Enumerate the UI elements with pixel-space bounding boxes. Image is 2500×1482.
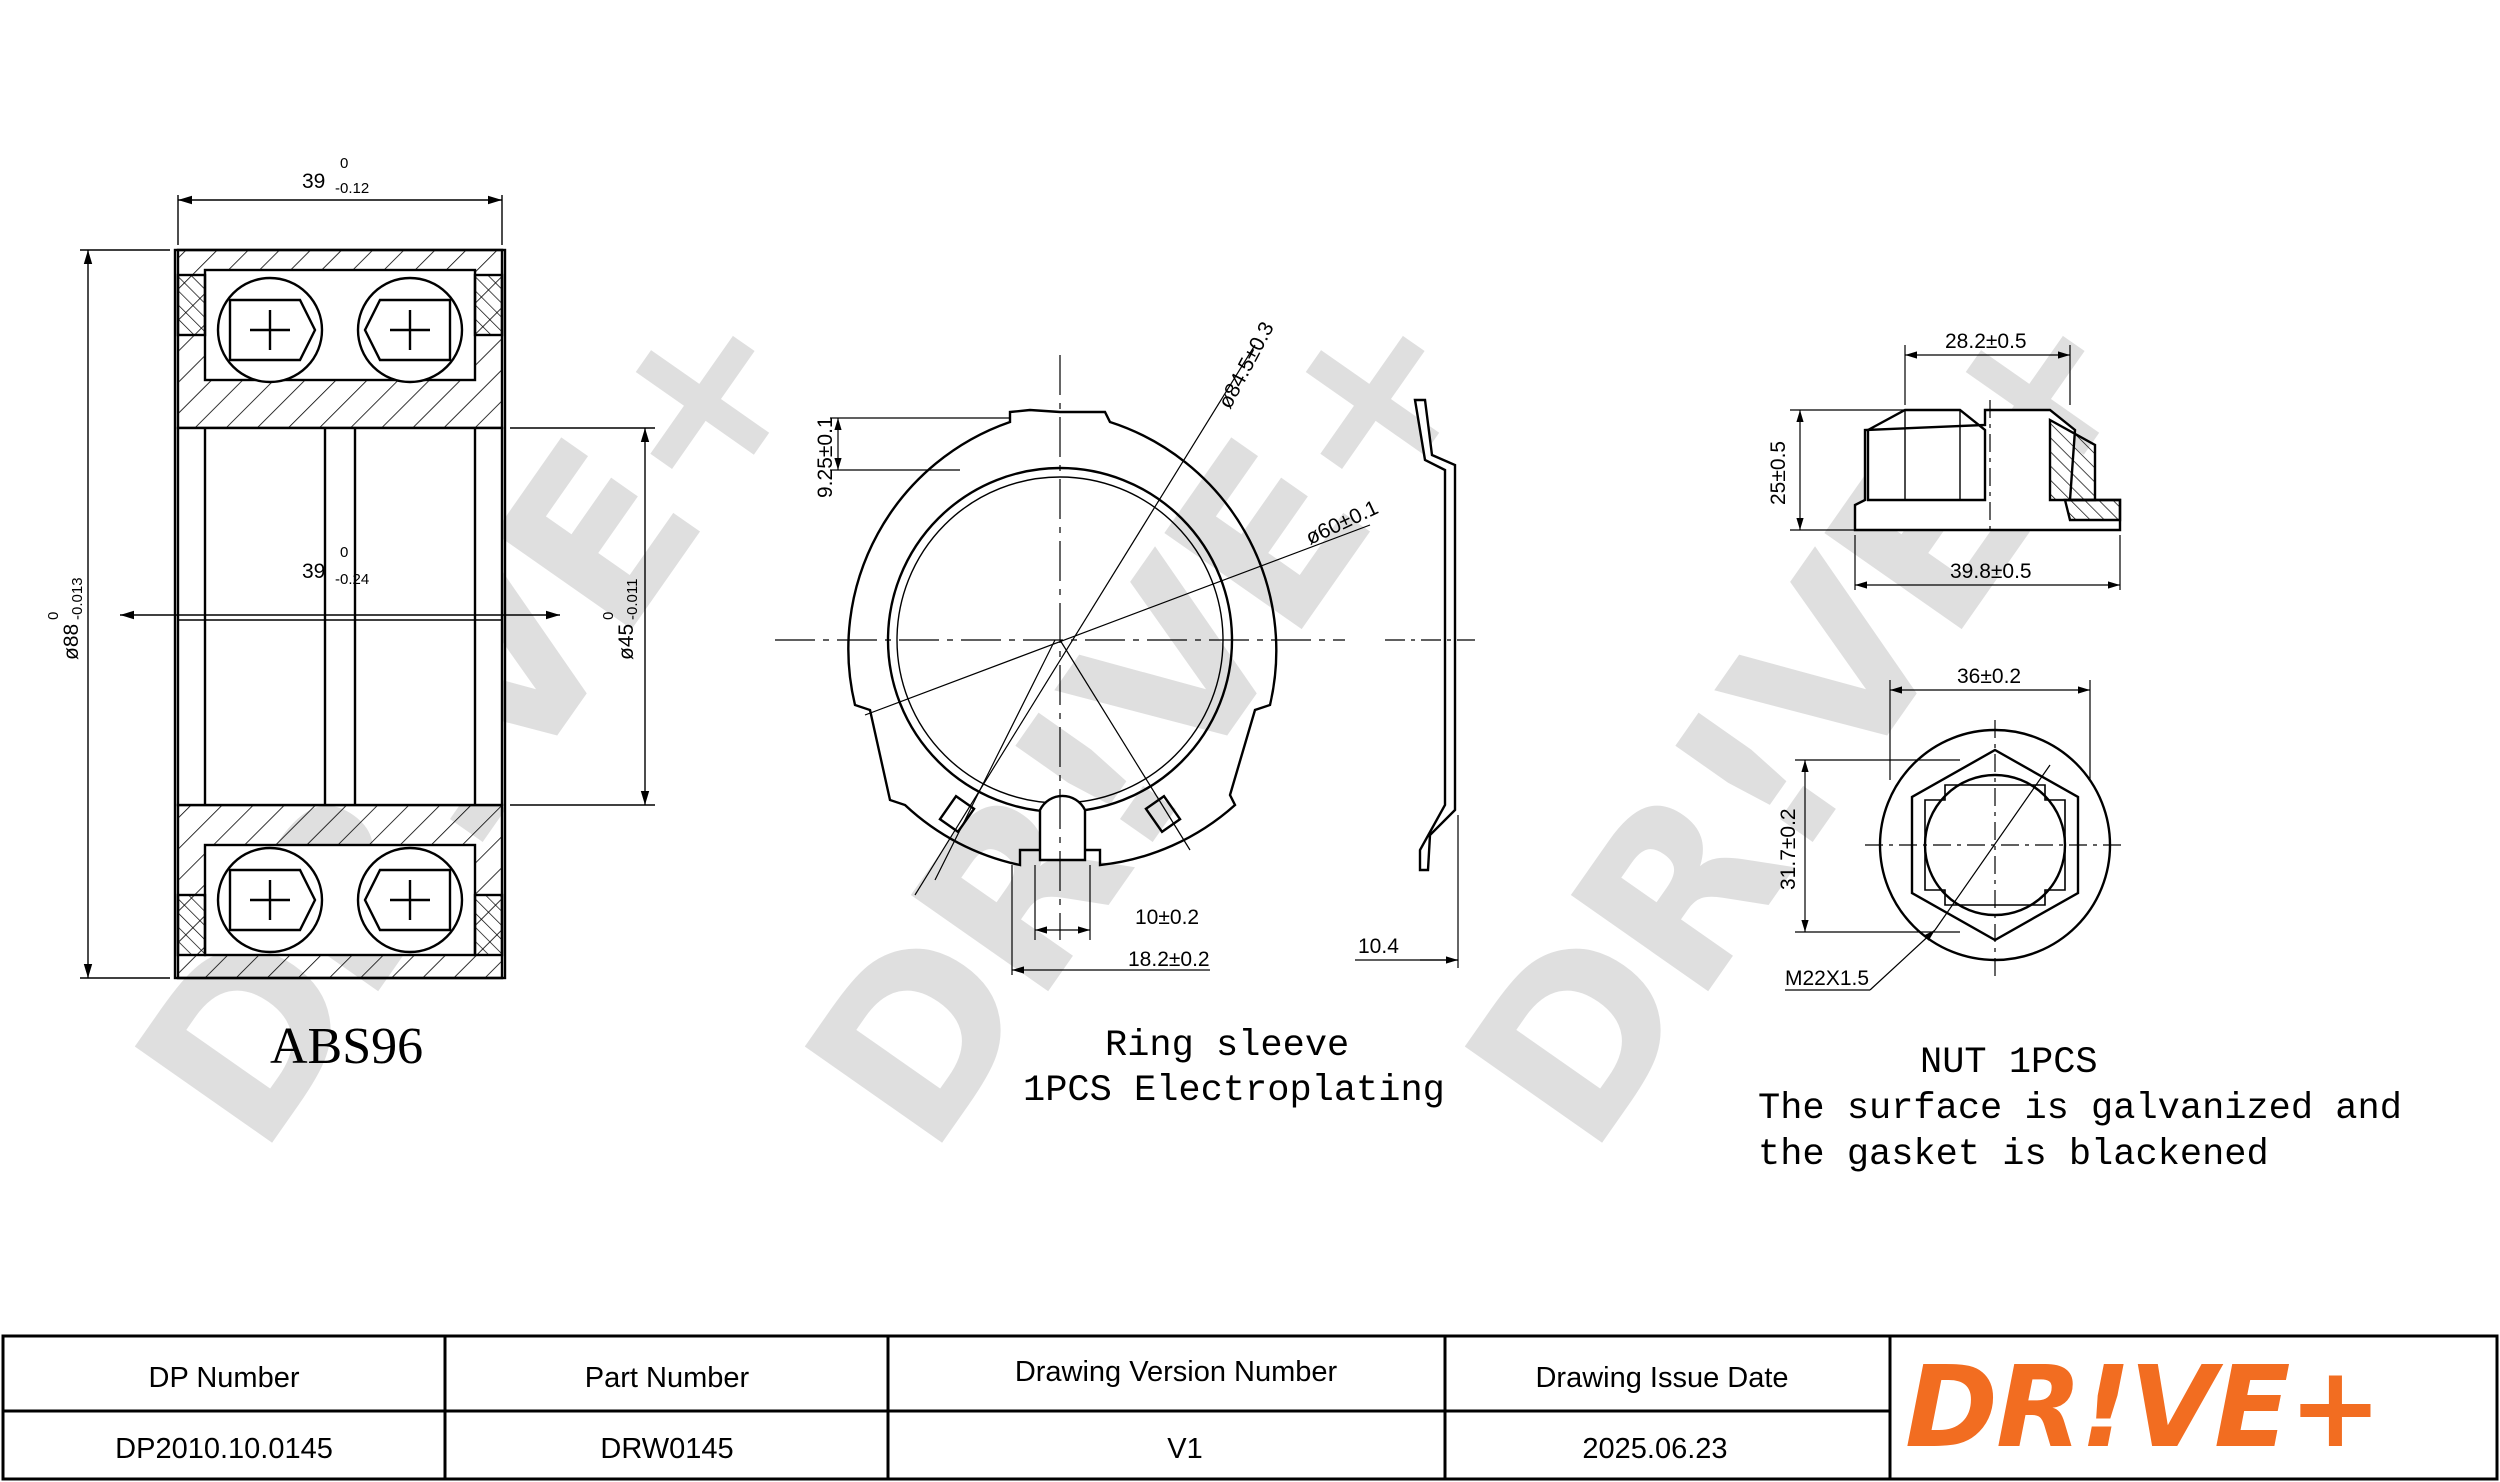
- title-block-issue-date-value: 2025.06.23: [1582, 1433, 1727, 1465]
- drive-logo: DR!VE+: [1905, 1343, 2380, 1473]
- title-block-issue-date-header: Drawing Issue Date: [1535, 1362, 1788, 1394]
- bearing-width-top-tol-upper: 0: [340, 155, 348, 172]
- bearing-width-top-dim: 39: [302, 170, 325, 193]
- ring-sleeve-view: [775, 344, 1475, 975]
- nut-caption-line3: the gasket is blackened: [1758, 1134, 2269, 1176]
- title-block: [1, 1334, 2499, 1481]
- ring-slot-total-dim: 18.2±0.2: [1128, 948, 1210, 971]
- nut-height-dim: 25±0.5: [1767, 441, 1790, 505]
- nut-front-view: [1785, 680, 2125, 991]
- nut-caption-line2: The surface is galvanized and: [1758, 1088, 2402, 1130]
- bearing-inner-dia-tol-lower: -0.011: [624, 579, 641, 620]
- nut-hex-width-dim: 28.2±0.5: [1945, 330, 2027, 353]
- bearing-outer-dia-dim: ø88: [60, 624, 83, 660]
- bearing-width-inner-tol-lower: -0.24: [335, 571, 369, 588]
- bearing-width-inner-tol-upper: 0: [340, 544, 348, 561]
- title-block-dp-number-header: DP Number: [149, 1362, 300, 1394]
- title-block-part-number-value: DRW0145: [600, 1433, 733, 1465]
- ring-caption-line1: Ring sleeve: [1105, 1025, 1349, 1067]
- nut-caption-line1: NUT 1PCS: [1920, 1042, 2098, 1084]
- ring-tab-height-dim: 9.25±0.1: [814, 416, 837, 498]
- title-block-dp-number-value: DP2010.10.0145: [115, 1433, 333, 1465]
- title-block-version-value: V1: [1167, 1433, 1202, 1465]
- ring-thickness-dim: 10.4: [1358, 935, 1399, 958]
- nut-thread-label: M22X1.5: [1785, 967, 1869, 990]
- bearing-width-inner-dim: 39: [302, 560, 325, 583]
- nut-across-dim: 36±0.2: [1957, 665, 2021, 688]
- bearing-inner-dia-dim: ø45: [615, 624, 638, 660]
- nut-side-view: [1790, 345, 2122, 590]
- nut-inner-dim: 31.7±0.2: [1777, 808, 1800, 890]
- title-block-version-header: Drawing Version Number: [1015, 1356, 1338, 1388]
- bearing-width-top-tol-lower: -0.12: [335, 180, 369, 197]
- bearing-label: ABS96: [270, 1018, 423, 1075]
- bearing-outer-dia-tol-upper: 0: [45, 612, 62, 620]
- title-block-part-number-header: Part Number: [585, 1362, 750, 1394]
- bearing-inner-dia-tol-upper: 0: [600, 612, 617, 620]
- ring-caption-line2: 1PCS Electroplating: [1023, 1070, 1445, 1112]
- ring-slot-dim: 10±0.2: [1135, 906, 1199, 929]
- bearing-outer-dia-tol-lower: -0.013: [69, 577, 86, 620]
- bearing-section-view: [80, 195, 655, 980]
- nut-flange-dim: 39.8±0.5: [1950, 560, 2032, 583]
